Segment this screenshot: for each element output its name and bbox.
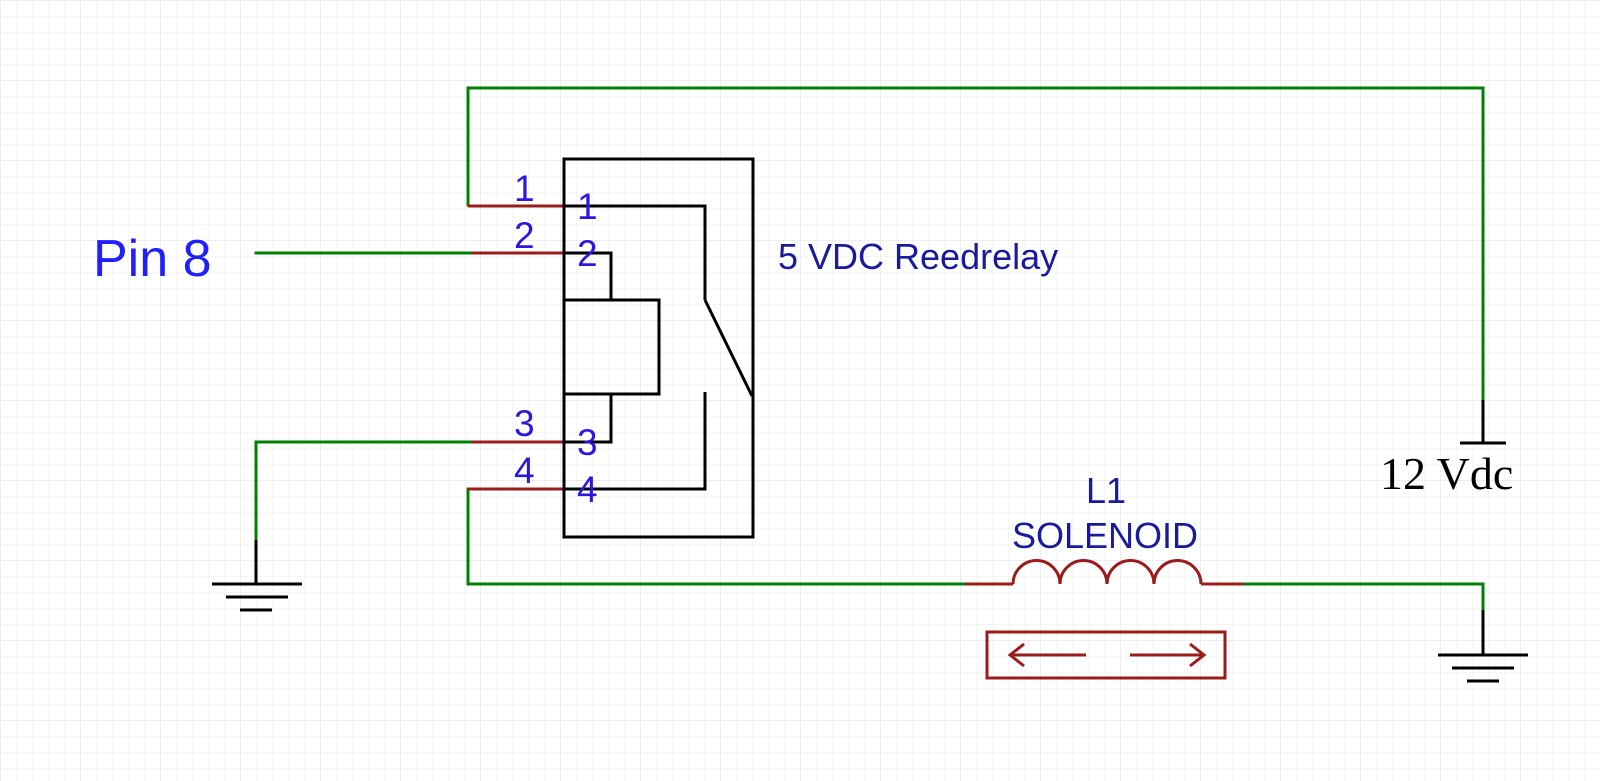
- input-pin-label: Pin 8: [93, 230, 212, 288]
- wire-solenoid-to-ground: [1242, 582, 1485, 612]
- relay-pin2-line: [564, 251, 613, 300]
- solenoid-coil-symbol: [966, 559, 1244, 586]
- relay-pin3-line: [564, 394, 613, 444]
- reed-relay-symbol: [562, 157, 755, 539]
- pin-number-inner-3: 3: [577, 422, 598, 463]
- relay-switch-contact: [703, 299, 754, 397]
- supply-symbol: [1460, 400, 1506, 445]
- pin-number-outer-3: 3: [514, 403, 535, 444]
- pin-number-outer-1: 1: [514, 168, 535, 209]
- wires: [254, 86, 1485, 612]
- relay-pin-leads: [468, 204, 564, 491]
- pin-number-inner-4: 4: [577, 469, 598, 510]
- wire-supply-to-pin1: [466, 86, 1485, 402]
- solenoid-plunger-symbol: [985, 630, 1227, 680]
- pin-number-outer-4: 4: [514, 450, 535, 491]
- wire-pin4-to-solenoid: [466, 487, 968, 586]
- pin-number-inner-2: 2: [577, 233, 598, 274]
- ground-icon: [212, 540, 302, 612]
- ground-icon: [1438, 610, 1528, 683]
- relay-name-label: 5 VDC Reedrelay: [778, 236, 1058, 277]
- relay-pin4-line: [564, 392, 707, 491]
- wire-pin3-to-ground: [254, 440, 473, 542]
- supply-voltage-label: 12 Vdc: [1380, 448, 1513, 499]
- pin-numbers: 1 2 3 4 1 2 3 4: [514, 168, 598, 510]
- solenoid-name-label: SOLENOID: [1012, 515, 1198, 556]
- pin-number-outer-2: 2: [514, 215, 535, 256]
- relay-pin1-line: [564, 204, 707, 300]
- pin-number-inner-1: 1: [577, 186, 598, 227]
- solenoid-reference-label: L1: [1086, 470, 1126, 511]
